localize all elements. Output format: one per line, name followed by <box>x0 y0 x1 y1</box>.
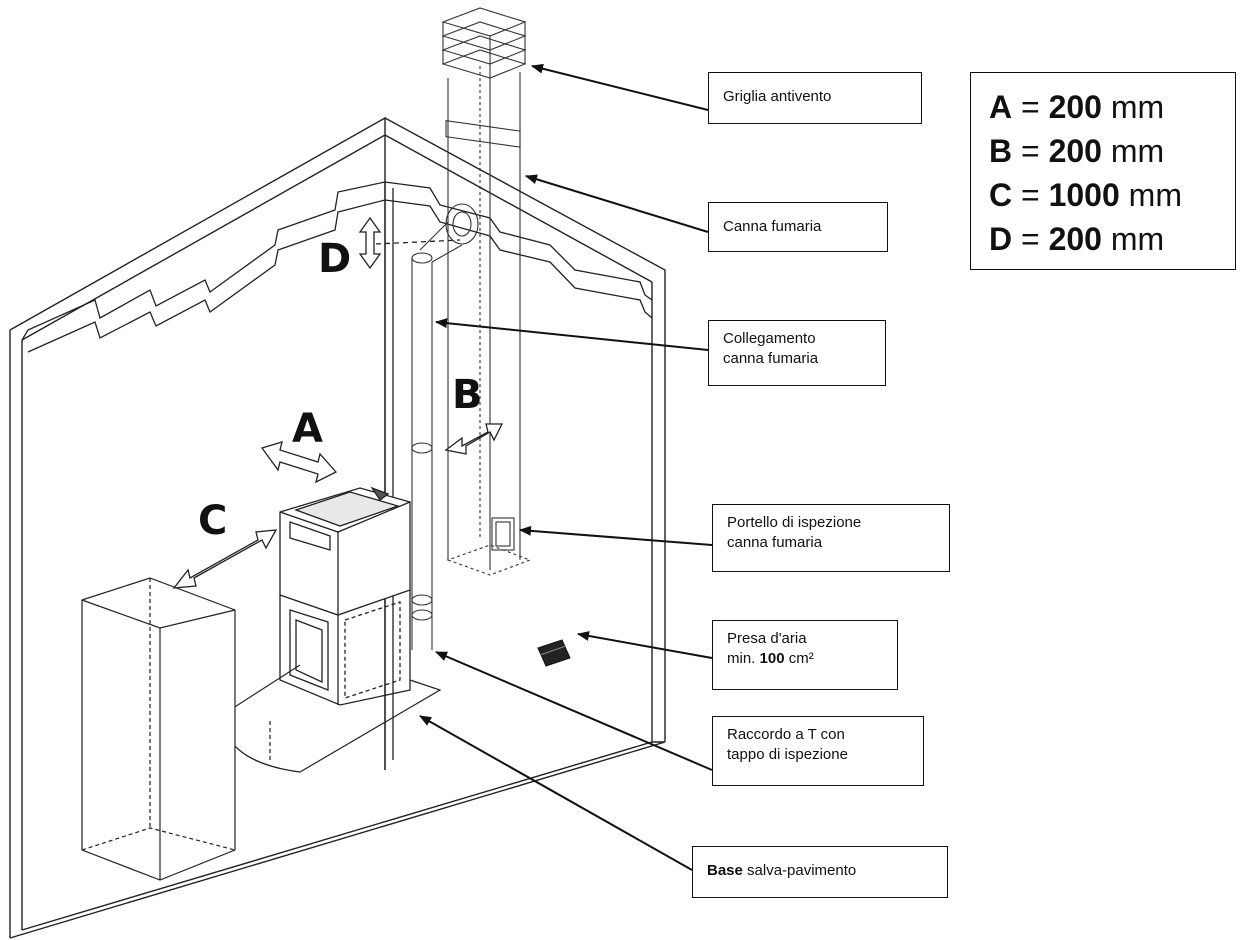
callout-canna-fumaria: Canna fumaria <box>708 202 888 252</box>
dimension-value: 200 <box>1048 221 1102 257</box>
clearance-arrows <box>172 216 504 589</box>
leader-presa <box>577 631 713 659</box>
air-vent <box>537 639 571 667</box>
callout-rest: salva-pavimento <box>742 862 857 879</box>
leader-lines <box>419 63 713 871</box>
dimension-value: 1000 <box>1048 177 1120 213</box>
floor-protection-base <box>225 664 442 773</box>
dimension-row: B = 200 mm <box>989 129 1235 173</box>
callout-text-line2: tappo di ispezione <box>727 746 848 763</box>
clearance-arrow-b <box>444 423 504 455</box>
callout-prefix: min. <box>727 650 760 667</box>
callout-unit: cm² <box>784 650 814 667</box>
connecting-pipe <box>411 203 479 650</box>
label-c: C <box>198 498 228 544</box>
leader-raccordo <box>435 651 713 771</box>
label-d: D <box>318 236 352 282</box>
callout-presa-aria: Presa d'aria min. 100 cm² <box>712 620 898 690</box>
dimension-unit: mm <box>1110 221 1165 257</box>
callout-text: Canna fumaria <box>723 218 822 235</box>
dimension-row: C = 1000 mm <box>989 173 1235 217</box>
dimension-unit: mm <box>1128 177 1182 213</box>
callout-text-line2: canna fumaria <box>723 350 819 367</box>
dimension-eq: = <box>1021 221 1040 257</box>
dimension-eq: = <box>1021 133 1040 169</box>
callout-portello: Portello di ispezione canna fumaria <box>712 504 950 572</box>
leader-portello <box>519 525 713 546</box>
dimension-key: C <box>989 177 1013 213</box>
dimension-key: A <box>989 89 1013 125</box>
dimension-unit: mm <box>1110 133 1165 169</box>
dimension-row: D = 200 mm <box>989 217 1235 261</box>
callout-griglia-antivento: Griglia antivento <box>708 72 922 124</box>
leader-griglia <box>531 63 709 111</box>
callout-bold: Base <box>707 862 743 879</box>
callout-text-line1: Presa d'aria <box>727 630 807 647</box>
label-a: A <box>292 406 323 452</box>
ceiling-soffit <box>21 181 653 770</box>
callout-text-line1: Raccordo a T con <box>727 726 845 743</box>
side-cabinet <box>81 577 236 881</box>
dimension-eq: = <box>1021 177 1040 213</box>
leader-canna <box>525 174 709 233</box>
dimension-key: D <box>989 221 1013 257</box>
callout-value: 100 <box>759 650 785 667</box>
dimension-eq: = <box>1021 89 1040 125</box>
dimension-unit: mm <box>1110 89 1165 125</box>
callout-text: Griglia antivento <box>723 88 832 105</box>
leader-base <box>419 715 693 871</box>
stove <box>279 486 411 706</box>
callout-text-line1: Portello di ispezione <box>727 514 862 531</box>
clearance-arrow-d <box>358 216 382 270</box>
chimney-flue <box>441 7 532 576</box>
callout-text-line2: canna fumaria <box>727 534 823 551</box>
dimension-row: A = 200 mm <box>989 85 1235 129</box>
label-b: B <box>452 372 483 418</box>
dimensions-legend: A = 200 mm B = 200 mm C = 1000 mm D = 20… <box>970 72 1236 270</box>
callout-raccordo: Raccordo a T con tappo di ispezione <box>712 716 924 786</box>
callout-collegamento: Collegamento canna fumaria <box>708 320 886 386</box>
clearance-arrow-c <box>172 529 278 589</box>
callout-text-line2: min. 100 cm² <box>727 649 887 669</box>
dimension-key: B <box>989 133 1013 169</box>
clearance-arrow-a <box>260 441 338 484</box>
leader-collegamento <box>435 318 709 351</box>
dimension-value: 200 <box>1048 89 1102 125</box>
dimension-value: 200 <box>1048 133 1102 169</box>
callout-base: Base salva-pavimento <box>692 846 948 898</box>
callout-text-line1: Collegamento <box>723 330 816 347</box>
